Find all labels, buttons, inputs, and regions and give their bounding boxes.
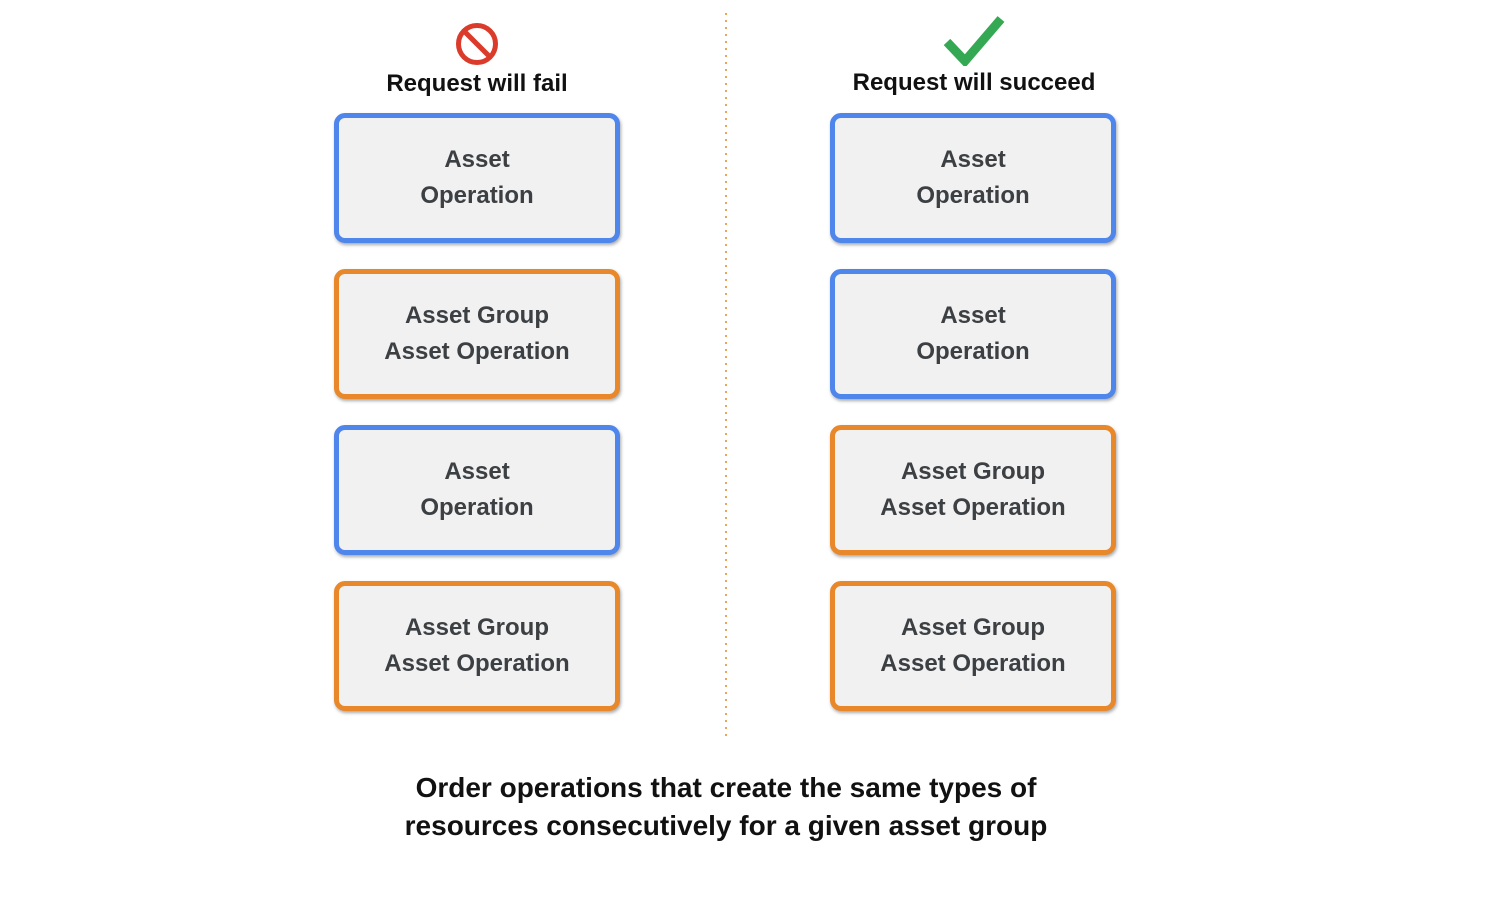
succeed-box-2-asset-operation: Asset Operation [830, 269, 1116, 399]
box-label: Asset Operation [420, 146, 534, 209]
fail-box-3-asset-operation: Asset Operation [334, 425, 620, 555]
caption: Order operations that create the same ty… [404, 772, 1048, 841]
box-label: Asset Group Asset Operation [384, 302, 570, 365]
column-divider [725, 13, 727, 737]
prohibited-icon [454, 21, 500, 67]
fail-column-header: Request will fail [334, 21, 620, 98]
box-label: Asset Operation [916, 302, 1030, 365]
fail-heading: Request will fail [386, 70, 568, 97]
box-label: Asset Group Asset Operation [880, 614, 1066, 677]
box-label: Asset Group Asset Operation [384, 614, 570, 677]
box-label: Asset Group Asset Operation [880, 458, 1066, 521]
fail-box-2-asset-group-asset-operation: Asset Group Asset Operation [334, 269, 620, 399]
fail-box-4-asset-group-asset-operation: Asset Group Asset Operation [334, 581, 620, 711]
succeed-heading: Request will succeed [852, 69, 1096, 96]
succeed-column-header: Request will succeed [830, 14, 1118, 97]
fail-box-1-asset-operation: Asset Operation [334, 113, 620, 243]
box-label: Asset Operation [420, 458, 534, 521]
check-icon [942, 14, 1006, 68]
box-label: Asset Operation [916, 146, 1030, 209]
succeed-box-4-asset-group-asset-operation: Asset Group Asset Operation [830, 581, 1116, 711]
succeed-box-1-asset-operation: Asset Operation [830, 113, 1116, 243]
succeed-box-3-asset-group-asset-operation: Asset Group Asset Operation [830, 425, 1116, 555]
